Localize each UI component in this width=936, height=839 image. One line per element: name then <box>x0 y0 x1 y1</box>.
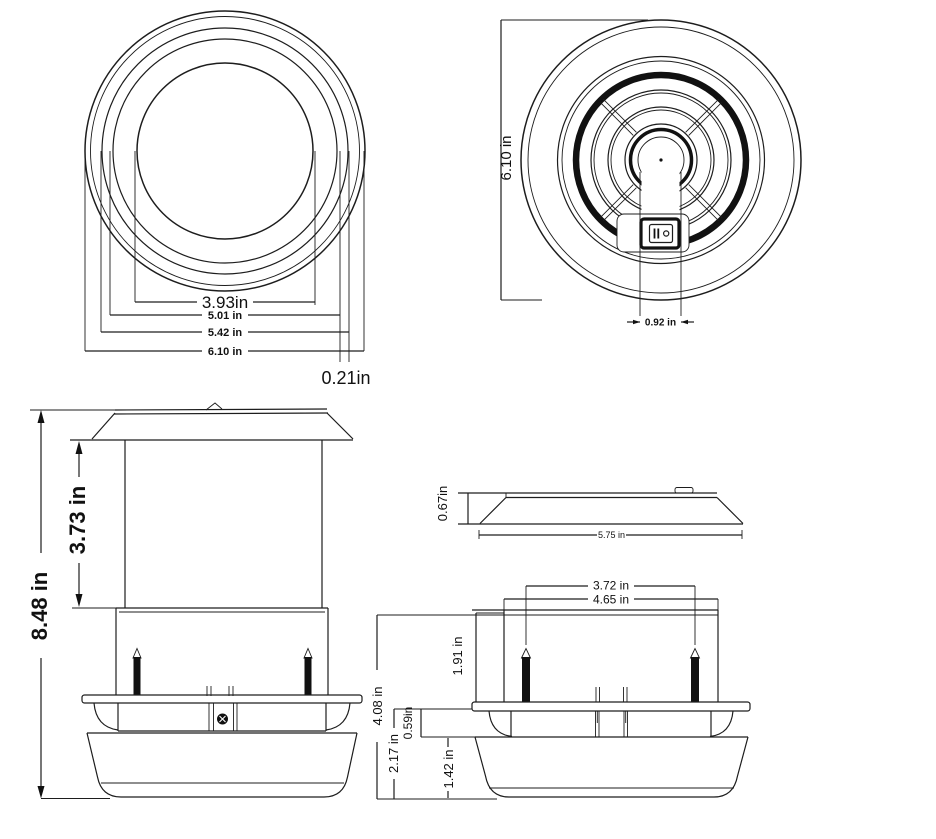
base-dim-spacer-height: 0.59in <box>401 707 475 740</box>
cap-profile-shape <box>458 487 744 525</box>
base-dim-upper-height: 1.91 in <box>450 612 504 702</box>
base-spacer-section <box>488 710 734 738</box>
dim-label-ring2-diameter: 5.01 in <box>208 310 243 322</box>
side-view-cap: 8.48 in 3.73 in <box>27 402 363 799</box>
top-view: 6.10 in <box>498 19 802 329</box>
dim-total-height: 8.48 in <box>27 409 115 799</box>
cap-handle-tab <box>205 402 223 411</box>
mounting-plate <box>81 694 363 704</box>
dim-label-base-bowl-height: 1.42 in <box>441 749 456 788</box>
dim-label-base-spacer-height: 0.59in <box>401 707 415 740</box>
dim-label-cap-height: 0.67in <box>435 486 450 521</box>
bottom-view-dimension-rows: 3.93in 5.01 in 5.42 in 6.10 in 0.21in <box>85 293 371 388</box>
bottom-view: 3.93in 5.01 in 5.42 in 6.10 in 0.21in <box>84 10 371 388</box>
dim-label-cap-width: 5.75 in <box>598 530 625 540</box>
vent-cap <box>70 402 354 441</box>
cap-profile-tab <box>674 487 694 494</box>
base-garnish-bowl <box>474 736 749 798</box>
switch-off-icon <box>663 230 670 237</box>
base-mounting-plate <box>471 701 751 712</box>
base-dim-rows: 3.72 in 4.65 in <box>503 579 719 645</box>
base-dim-lower-height: 2.17 in <box>386 708 472 799</box>
upper-cylinder <box>124 440 323 608</box>
hub-center-dot <box>659 158 663 162</box>
grill-spokes <box>599 98 723 222</box>
power-switch[interactable] <box>639 217 681 250</box>
dim-label-switch-width: 0.92 in <box>645 318 676 329</box>
dim-label-rim-gap: 0.21in <box>321 368 370 388</box>
dim-label-top-diameter: 6.10 in <box>498 135 515 180</box>
dim-label-base-upper-height: 1.91 in <box>450 636 465 675</box>
side-view-base: 3.72 in 4.65 in <box>370 579 751 800</box>
dim-label-base-total-height: 4.08 in <box>370 686 385 725</box>
dim-upper-height: 3.73 in <box>65 441 116 609</box>
base-mounting-studs <box>520 647 701 702</box>
cap-profile-view: 0.67in 5.75 in <box>435 486 744 540</box>
dim-label-base-lower-height: 2.17 in <box>386 734 401 773</box>
mounting-studs <box>132 647 313 695</box>
spacer-section <box>93 702 351 732</box>
top-view-dimension-switch: 0.92 in <box>627 172 694 329</box>
dim-label-body-width: 4.65 in <box>593 593 629 607</box>
top-view-dimension-height: 6.10 in <box>498 19 648 301</box>
base-upper-body <box>377 609 719 702</box>
dim-cap-height: 0.67in <box>435 486 469 524</box>
dim-label-stud-spacing: 3.72 in <box>593 579 629 593</box>
base-dim-bowl-height: 1.42 in <box>441 738 456 798</box>
bottom-view-extension-lines <box>84 151 365 362</box>
dim-label-inner-diameter: 3.93in <box>202 293 248 312</box>
dim-label-total-height: 8.48 in <box>27 572 52 640</box>
bottom-view-rings <box>84 10 366 292</box>
garnish-bowl <box>86 732 358 798</box>
dim-cap-width: 5.75 in <box>478 530 743 540</box>
base-dim-total-height: 4.08 in <box>370 615 497 800</box>
dim-label-upper-height: 3.73 in <box>65 486 90 554</box>
dim-label-ring3-diameter: 5.42 in <box>208 327 243 339</box>
dim-label-outer-diameter: 6.10 in <box>208 346 243 358</box>
lower-body <box>115 607 329 696</box>
switch-on-icon <box>653 228 660 239</box>
